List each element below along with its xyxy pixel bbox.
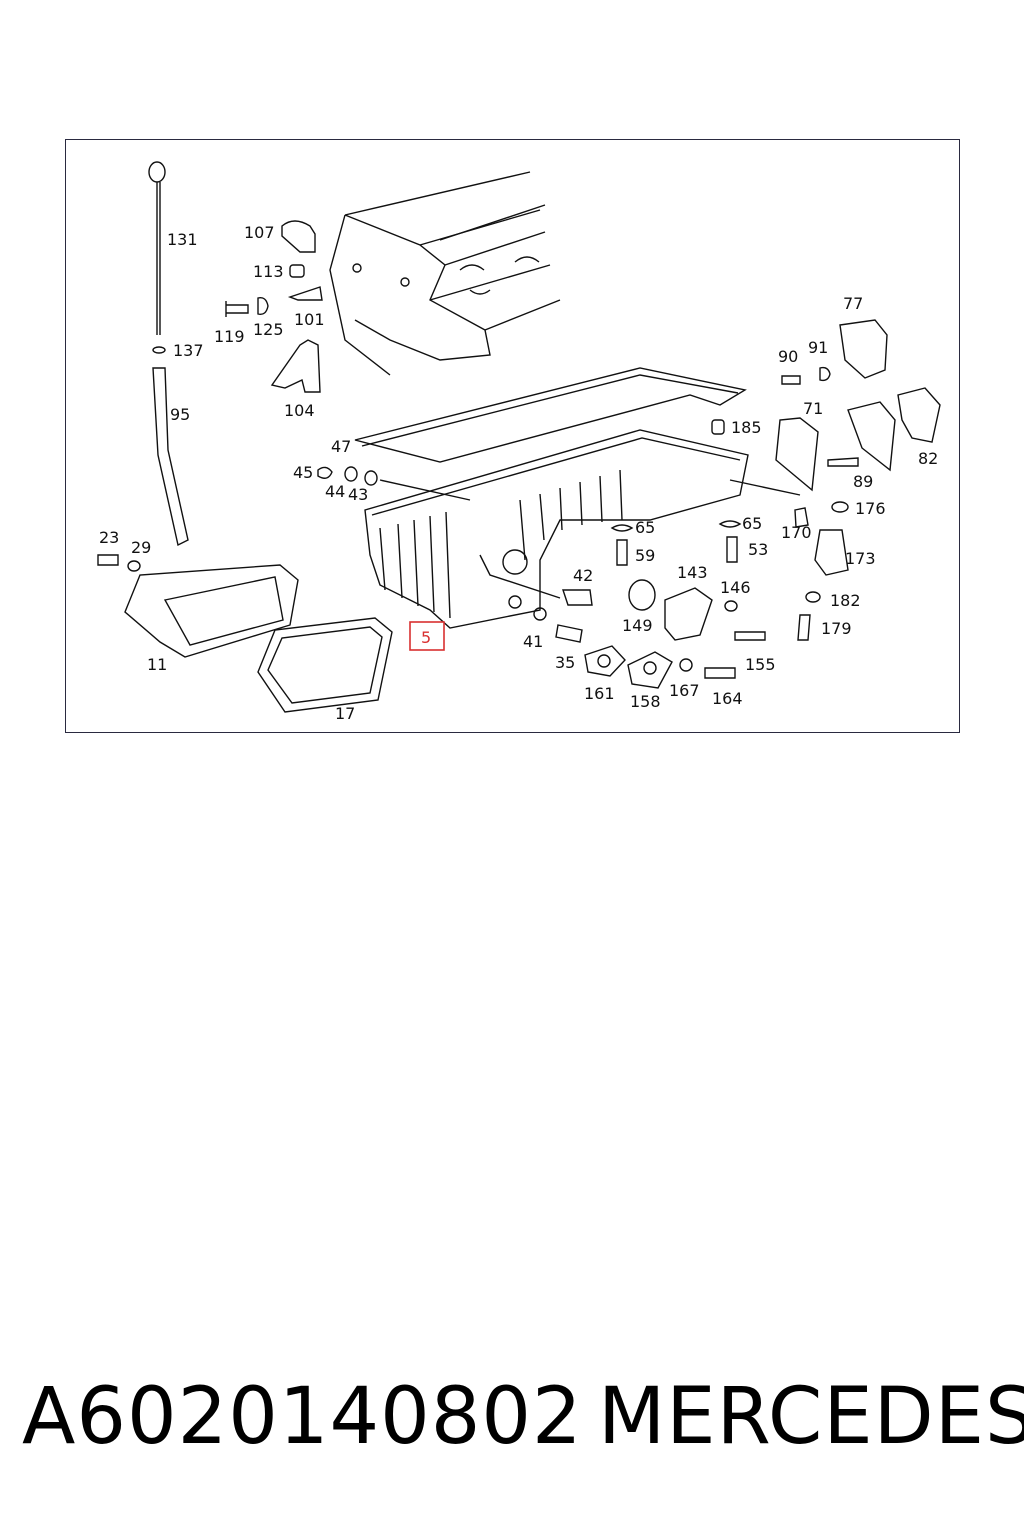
label-173: 173 — [845, 549, 876, 568]
label-29: 29 — [131, 538, 151, 557]
label-158: 158 — [630, 692, 661, 711]
label-155: 155 — [745, 655, 776, 674]
label-44: 44 — [325, 482, 345, 501]
label-143: 143 — [677, 563, 708, 582]
label-125: 125 — [253, 320, 284, 339]
label-182: 182 — [830, 591, 861, 610]
diagram-frame — [65, 139, 960, 733]
part-labels: 131 107 113 119 125 101 137 104 95 47 45… — [99, 223, 938, 723]
label-149: 149 — [622, 616, 653, 635]
highlighted-part-marker[interactable]: 5 — [409, 621, 445, 651]
label-43: 43 — [348, 485, 368, 504]
label-47: 47 — [331, 437, 351, 456]
label-185: 185 — [731, 418, 762, 437]
right-side-parts-drawings — [711, 319, 941, 641]
label-53: 53 — [748, 540, 768, 559]
label-170: 170 — [781, 523, 812, 542]
label-131: 131 — [167, 230, 198, 249]
lower-pan-drawing — [97, 554, 393, 713]
label-41: 41 — [523, 632, 543, 651]
label-77: 77 — [843, 294, 863, 313]
label-23: 23 — [99, 528, 119, 547]
label-90: 90 — [778, 347, 798, 366]
engine-block-drawing — [329, 171, 561, 376]
label-101: 101 — [294, 310, 325, 329]
part-number: A6020140802 — [22, 1372, 583, 1462]
middle-lower-parts-drawings — [317, 466, 766, 689]
label-71: 71 — [803, 399, 823, 418]
label-179: 179 — [821, 619, 852, 638]
label-164: 164 — [712, 689, 743, 708]
label-91: 91 — [808, 338, 828, 357]
label-59: 59 — [635, 546, 655, 565]
small-parts-drawings — [225, 220, 323, 393]
label-11: 11 — [147, 655, 167, 674]
label-146: 146 — [720, 578, 751, 597]
label-65-left: 65 — [635, 518, 655, 537]
label-107: 107 — [244, 223, 275, 242]
label-95: 95 — [170, 405, 190, 424]
label-45: 45 — [293, 463, 313, 482]
label-119: 119 — [214, 327, 245, 346]
label-65-right: 65 — [742, 514, 762, 533]
label-42: 42 — [573, 566, 593, 585]
label-89: 89 — [853, 472, 873, 491]
brand-name: MERCEDES — [598, 1372, 1024, 1462]
label-5-highlighted: 5 — [421, 628, 431, 647]
label-17: 17 — [335, 704, 355, 723]
dipstick-drawing — [148, 161, 189, 547]
label-167: 167 — [669, 681, 700, 700]
highlight-box — [409, 621, 445, 651]
label-176: 176 — [855, 499, 886, 518]
label-104: 104 — [284, 401, 315, 420]
label-35: 35 — [555, 653, 575, 672]
oil-pan-drawing — [354, 367, 749, 629]
label-113: 113 — [253, 262, 284, 281]
label-137: 137 — [173, 341, 204, 360]
label-161: 161 — [584, 684, 615, 703]
label-82: 82 — [918, 449, 938, 468]
